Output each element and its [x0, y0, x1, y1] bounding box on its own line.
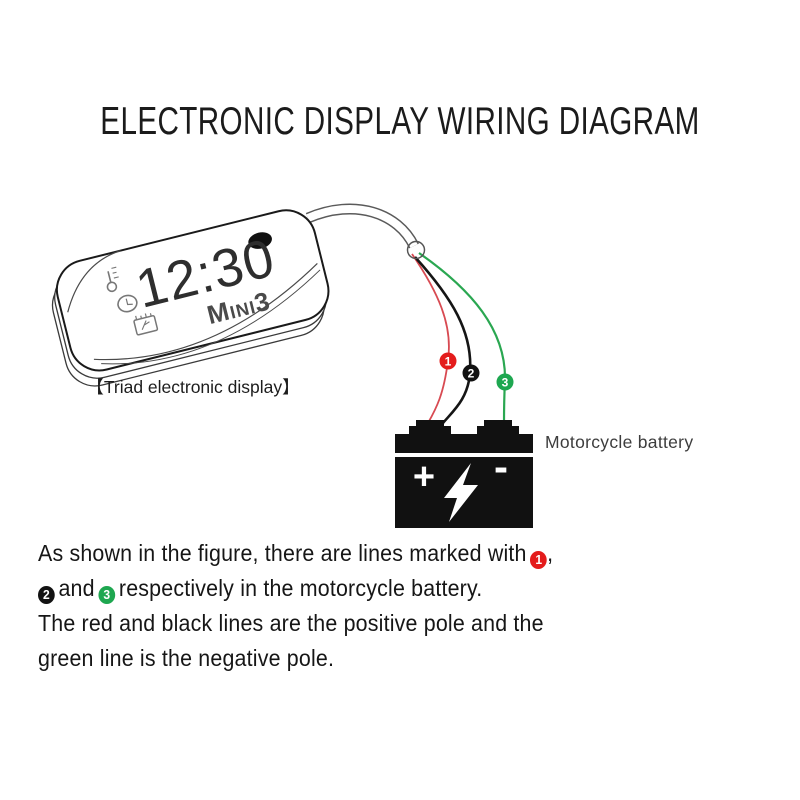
- description-line-4: green line is the negative pole.: [38, 645, 335, 671]
- wire-1-number: 1: [445, 355, 452, 369]
- description-line-1-suffix: ,: [547, 540, 554, 566]
- battery-terminal-right-base: [477, 426, 519, 436]
- wires: [411, 252, 507, 424]
- device-body: [55, 209, 330, 372]
- description-line-3: The red and black lines are the positive…: [38, 610, 544, 636]
- inline-wire-2-marker: 2: [38, 586, 55, 604]
- description-line-1-text: As shown in the figure, there are lines …: [38, 540, 527, 566]
- clock-icon: [117, 294, 138, 313]
- wire-markers: 1 2 3: [439, 352, 514, 391]
- wire-3-number: 3: [502, 376, 509, 390]
- battery-terminal-left-base: [409, 426, 451, 436]
- wire-2-number: 2: [468, 367, 475, 381]
- battery-meter-icon: [133, 313, 159, 336]
- description-line-2-text: respectively in the motorcycle battery.: [118, 575, 483, 601]
- description-line-2-and: and: [58, 575, 95, 601]
- screen-face-curve: [67, 250, 121, 313]
- wire-red: [411, 253, 450, 424]
- inline-wire-3-marker: 3: [98, 586, 116, 604]
- page-title: ELECTRONIC DISPLAY WIRING DIAGRAM: [100, 100, 700, 143]
- description-text: As shown in the figure, there are lines …: [38, 536, 745, 676]
- cable: [305, 203, 419, 249]
- wire-1-marker: [439, 352, 457, 370]
- device-caption: 【Triad electronic display】: [86, 377, 299, 397]
- wire-2-marker: [462, 364, 480, 382]
- display-device: 12:30 Mini3: [51, 209, 330, 387]
- description-line-1: As shown in the figure, there are lines …: [38, 536, 745, 571]
- battery-terminal-left: [416, 420, 444, 428]
- sensor-dot: [248, 232, 272, 249]
- inline-wire-1-marker: 1: [530, 551, 548, 569]
- battery-lid: [395, 434, 533, 453]
- lightning-bolt-icon: [444, 463, 478, 522]
- wire-black: [414, 256, 472, 424]
- battery-positive-symbol: +: [413, 456, 435, 498]
- battery-label: Motorcycle battery: [545, 432, 693, 452]
- screen-face-curve: [93, 262, 318, 361]
- thermometer-icon: [106, 266, 119, 293]
- battery-terminal-right: [484, 420, 512, 428]
- wire-green: [418, 252, 507, 424]
- motorcycle-battery: + -: [395, 420, 533, 528]
- battery-negative-symbol: -: [494, 443, 508, 490]
- wire-3-marker: [496, 373, 514, 391]
- screen-face-curve: [101, 269, 321, 365]
- cable-junction: [406, 240, 426, 260]
